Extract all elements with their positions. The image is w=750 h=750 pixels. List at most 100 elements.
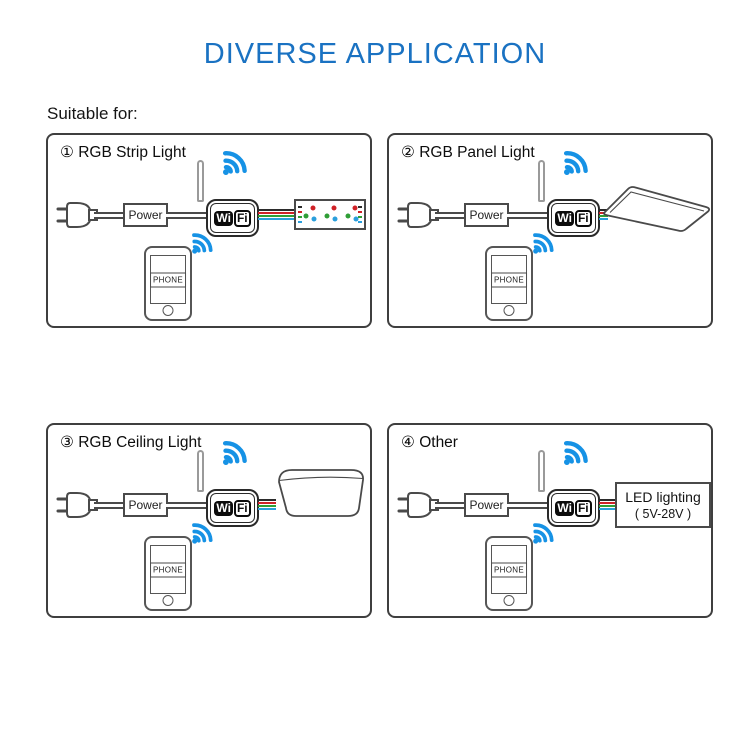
wifi-signal-icon (192, 233, 213, 254)
led-voltage-label: ( 5V-28V ) (634, 506, 692, 521)
panel-heading: ① RGB Strip Light (60, 144, 186, 161)
smartphone: PHONE (144, 536, 192, 611)
panel-heading: ② RGB Panel Light (401, 144, 535, 161)
phone-screen: PHONE (491, 545, 527, 594)
wifi-signal-icon (533, 233, 554, 254)
wifi-logo-fi: Fi (233, 499, 251, 517)
strip-pads-right (358, 206, 362, 223)
wifi-signal-icon (533, 523, 554, 544)
rgb-ceiling-light (278, 469, 364, 517)
wire-green (258, 505, 276, 507)
wifi-logo-wi: Wi (214, 500, 233, 516)
power-cord (507, 212, 548, 219)
power-adapter: Power (123, 203, 168, 227)
power-plug-icon (56, 202, 98, 228)
rgb-strip-light (294, 199, 366, 230)
power-cord (435, 502, 465, 509)
power-cord (94, 502, 124, 509)
wire-green (599, 505, 616, 507)
home-button-icon (503, 305, 515, 316)
wire-black (258, 209, 295, 211)
power-label: Power (128, 498, 163, 512)
power-cord (94, 212, 124, 219)
wire-black (258, 499, 276, 501)
wifi-signal-icon (563, 151, 588, 175)
smartphone: PHONE (144, 246, 192, 321)
wire-green (599, 215, 608, 217)
antenna-icon (538, 450, 545, 492)
power-cord (166, 212, 207, 219)
rgb-wires (599, 499, 616, 510)
phone-screen: PHONE (491, 255, 527, 304)
power-plug-icon (56, 492, 98, 518)
wifi-logo-fi: Fi (233, 209, 251, 227)
power-adapter: Power (123, 493, 168, 517)
wifi-logo-wi: Wi (555, 210, 574, 226)
wire-blue (599, 218, 608, 220)
wire-red (258, 212, 295, 214)
wire-red (258, 502, 276, 504)
phone-screen: PHONE (150, 545, 186, 594)
power-adapter: Power (464, 203, 509, 227)
rgb-wires (258, 209, 295, 220)
wire-black (599, 209, 608, 211)
wire-blue (599, 508, 616, 510)
wifi-signal-icon (222, 151, 247, 175)
panel-heading: ④ Other (401, 434, 458, 451)
wire-blue (258, 508, 276, 510)
page-title: DIVERSE APPLICATION (203, 38, 547, 70)
wire-red (599, 502, 616, 504)
antenna-icon (538, 160, 545, 202)
phone-label: PHONE (150, 272, 186, 287)
wifi-logo-wi: Wi (555, 500, 574, 516)
power-cord (166, 502, 207, 509)
strip-pads-left (298, 206, 302, 223)
rgb-panel-light (603, 186, 711, 232)
wire-black (599, 499, 616, 501)
power-plug-icon (397, 492, 439, 518)
smartphone: PHONE (485, 536, 533, 611)
wifi-signal-icon (222, 441, 247, 465)
wifi-logo-wi: Wi (214, 210, 233, 226)
home-button-icon (162, 305, 174, 316)
power-adapter: Power (464, 493, 509, 517)
wifi-signal-icon (563, 441, 588, 465)
antenna-icon (197, 160, 204, 202)
home-button-icon (503, 595, 515, 606)
wifi-logo-fi: Fi (574, 499, 592, 517)
subtitle: Suitable for: (47, 104, 138, 123)
panel-heading: ③ RGB Ceiling Light (60, 434, 202, 451)
wifi-logo-fi: Fi (574, 209, 592, 227)
power-label: Power (469, 208, 504, 222)
home-button-icon (162, 595, 174, 606)
led-lighting-box: LED lighting ( 5V-28V ) (615, 482, 711, 528)
antenna-icon (197, 450, 204, 492)
wire-green (258, 215, 295, 217)
power-label: Power (469, 498, 504, 512)
power-cord (507, 502, 548, 509)
phone-label: PHONE (150, 562, 186, 577)
phone-screen: PHONE (150, 255, 186, 304)
power-plug-icon (397, 202, 439, 228)
led-dots (303, 205, 359, 222)
power-cord (435, 212, 465, 219)
phone-label: PHONE (491, 272, 527, 287)
smartphone: PHONE (485, 246, 533, 321)
phone-label: PHONE (491, 562, 527, 577)
led-lighting-label: LED lighting (625, 488, 701, 505)
rgb-wires (258, 499, 276, 510)
power-label: Power (128, 208, 163, 222)
wifi-signal-icon (192, 523, 213, 544)
